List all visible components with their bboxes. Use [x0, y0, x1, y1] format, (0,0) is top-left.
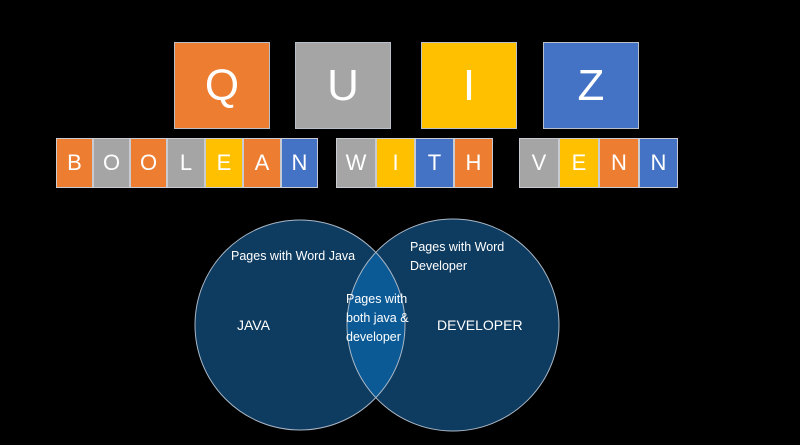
- tile-letter: T: [427, 150, 442, 175]
- subtitle-tile: O: [93, 138, 130, 188]
- tile-letter: W: [345, 150, 367, 175]
- tile-letter: O: [102, 150, 121, 175]
- tile-letter: V: [531, 150, 547, 175]
- overlap-line2: both java &: [346, 311, 409, 325]
- subtitle-tile: W: [336, 138, 376, 188]
- tile-letter: L: [179, 150, 193, 175]
- subtitle-tile: V: [519, 138, 559, 188]
- subtitle-tile: L: [167, 138, 205, 188]
- tile-letter: U: [327, 60, 359, 110]
- venn-circle-java: [195, 220, 405, 430]
- developer-set-label: DEVELOPER: [437, 317, 523, 333]
- tile-letter: N: [650, 150, 667, 175]
- tile-letter: I: [462, 60, 476, 110]
- tile-letter: Z: [577, 60, 605, 110]
- tile-letter: H: [465, 150, 482, 175]
- subtitle-tile: N: [639, 138, 678, 188]
- title-tile-u: U: [295, 42, 391, 129]
- venn-circle-developer: [347, 219, 559, 431]
- title-tile-z: Z: [543, 42, 639, 129]
- tile-letter: E: [216, 150, 232, 175]
- overlap-line3: developer: [346, 330, 401, 344]
- developer-description-line2: Developer: [410, 259, 467, 273]
- subtitle-tile: N: [281, 138, 318, 188]
- tile-letter: Q: [204, 60, 240, 110]
- subtitle-tile: E: [559, 138, 599, 188]
- subtitle-tile: I: [376, 138, 415, 188]
- developer-description-line1: Pages with Word: [410, 240, 505, 254]
- java-description: Pages with Word Java: [231, 249, 356, 263]
- tile-letter: O: [139, 150, 158, 175]
- tile-letter: N: [291, 150, 308, 175]
- subtitle-tile: N: [599, 138, 639, 188]
- venn-circle-java-outline: [194, 219, 406, 431]
- subtitle-tile: B: [56, 138, 93, 188]
- tile-letter: B: [67, 150, 82, 175]
- overlap-line1: Pages with: [346, 292, 408, 306]
- title-tile-i: I: [421, 42, 517, 129]
- subtitle-tile: T: [415, 138, 454, 188]
- subtitle-tile: A: [243, 138, 281, 188]
- title-tile-q: Q: [174, 42, 270, 129]
- subtitle-tile: E: [205, 138, 243, 188]
- java-set-label: JAVA: [237, 317, 270, 333]
- tile-letter: E: [571, 150, 587, 175]
- subtitle-tile: H: [454, 138, 493, 188]
- tile-letter: I: [392, 150, 399, 175]
- subtitle-tile: O: [130, 138, 167, 188]
- tile-letter: A: [254, 150, 270, 175]
- tile-letter: N: [611, 150, 627, 175]
- venn-circle-developer-outline: [346, 218, 560, 432]
